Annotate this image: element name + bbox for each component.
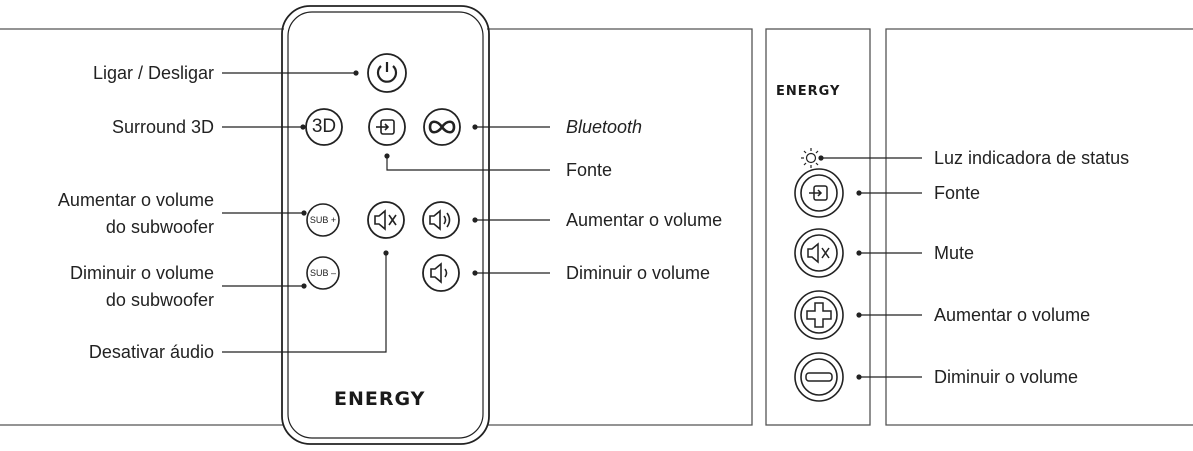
label-sub-up-line1: Aumentar o volume	[57, 190, 214, 210]
label-panel-mute: Mute	[934, 243, 975, 263]
sub-plus-button-text: SUB +	[309, 215, 337, 225]
leader-lines-right	[384, 124, 550, 276]
label-panel-volume-down: Diminuir o volume	[934, 367, 1079, 387]
label-panel-source: Fonte	[934, 183, 981, 203]
remote-brand-logo: ENERGY	[334, 388, 426, 410]
infinity-icon	[428, 120, 456, 134]
sub-minus-button-text: SUB –	[309, 268, 336, 278]
mute-button[interactable]	[367, 201, 405, 239]
minus-icon	[805, 372, 833, 382]
frame-right	[885, 28, 1193, 426]
label-source: Fonte	[566, 160, 613, 180]
label-sub-down-line2: do subwoofer	[105, 290, 214, 310]
source-button[interactable]	[368, 108, 406, 146]
volume-down-button[interactable]	[422, 254, 460, 292]
bluetooth-button[interactable]	[423, 108, 461, 146]
power-button[interactable]	[367, 53, 407, 93]
panel-mute-button[interactable]	[794, 228, 844, 278]
remote-body	[281, 5, 490, 445]
frame-left	[0, 28, 753, 426]
three-d-button-text: 3D	[311, 116, 337, 137]
frame-side-panel	[765, 28, 871, 426]
leader-lines-panel	[818, 155, 922, 380]
panel-volume-down-button[interactable]	[794, 352, 844, 402]
power-icon	[376, 65, 398, 83]
source-icon	[809, 185, 828, 201]
remote-body-inner	[287, 11, 484, 439]
panel-volume-up-button[interactable]	[794, 290, 844, 340]
label-sub-down-line1: Diminuir o volume	[69, 263, 214, 283]
speaker-low-icon	[430, 262, 448, 284]
panel-source-button[interactable]	[794, 168, 844, 218]
sub-minus-button[interactable]	[306, 256, 340, 290]
leader-lines-left	[222, 70, 389, 353]
surround-3d-button[interactable]	[305, 108, 343, 146]
speaker-loud-icon	[429, 209, 451, 231]
label-status-light: Luz indicadora de status	[934, 148, 1130, 168]
label-mute: Desativar áudio	[88, 342, 214, 362]
label-panel-volume-up: Aumentar o volume	[934, 305, 1091, 325]
source-icon	[376, 119, 395, 135]
label-power: Ligar / Desligar	[92, 63, 214, 83]
speaker-mute-icon	[807, 242, 830, 264]
panel-brand-logo: ENERGY	[776, 84, 841, 99]
label-surround-3d: Surround 3D	[111, 117, 214, 137]
volume-up-button[interactable]	[422, 201, 460, 239]
status-light-icon	[801, 148, 819, 168]
label-sub-up-line2: do subwoofer	[105, 217, 214, 237]
label-bluetooth: Bluetooth	[566, 117, 643, 137]
plus-icon	[806, 302, 832, 328]
label-volume-down: Diminuir o volume	[566, 263, 711, 283]
sub-plus-button[interactable]	[306, 203, 340, 237]
label-volume-up: Aumentar o volume	[566, 210, 723, 230]
speaker-mute-icon	[374, 209, 397, 231]
